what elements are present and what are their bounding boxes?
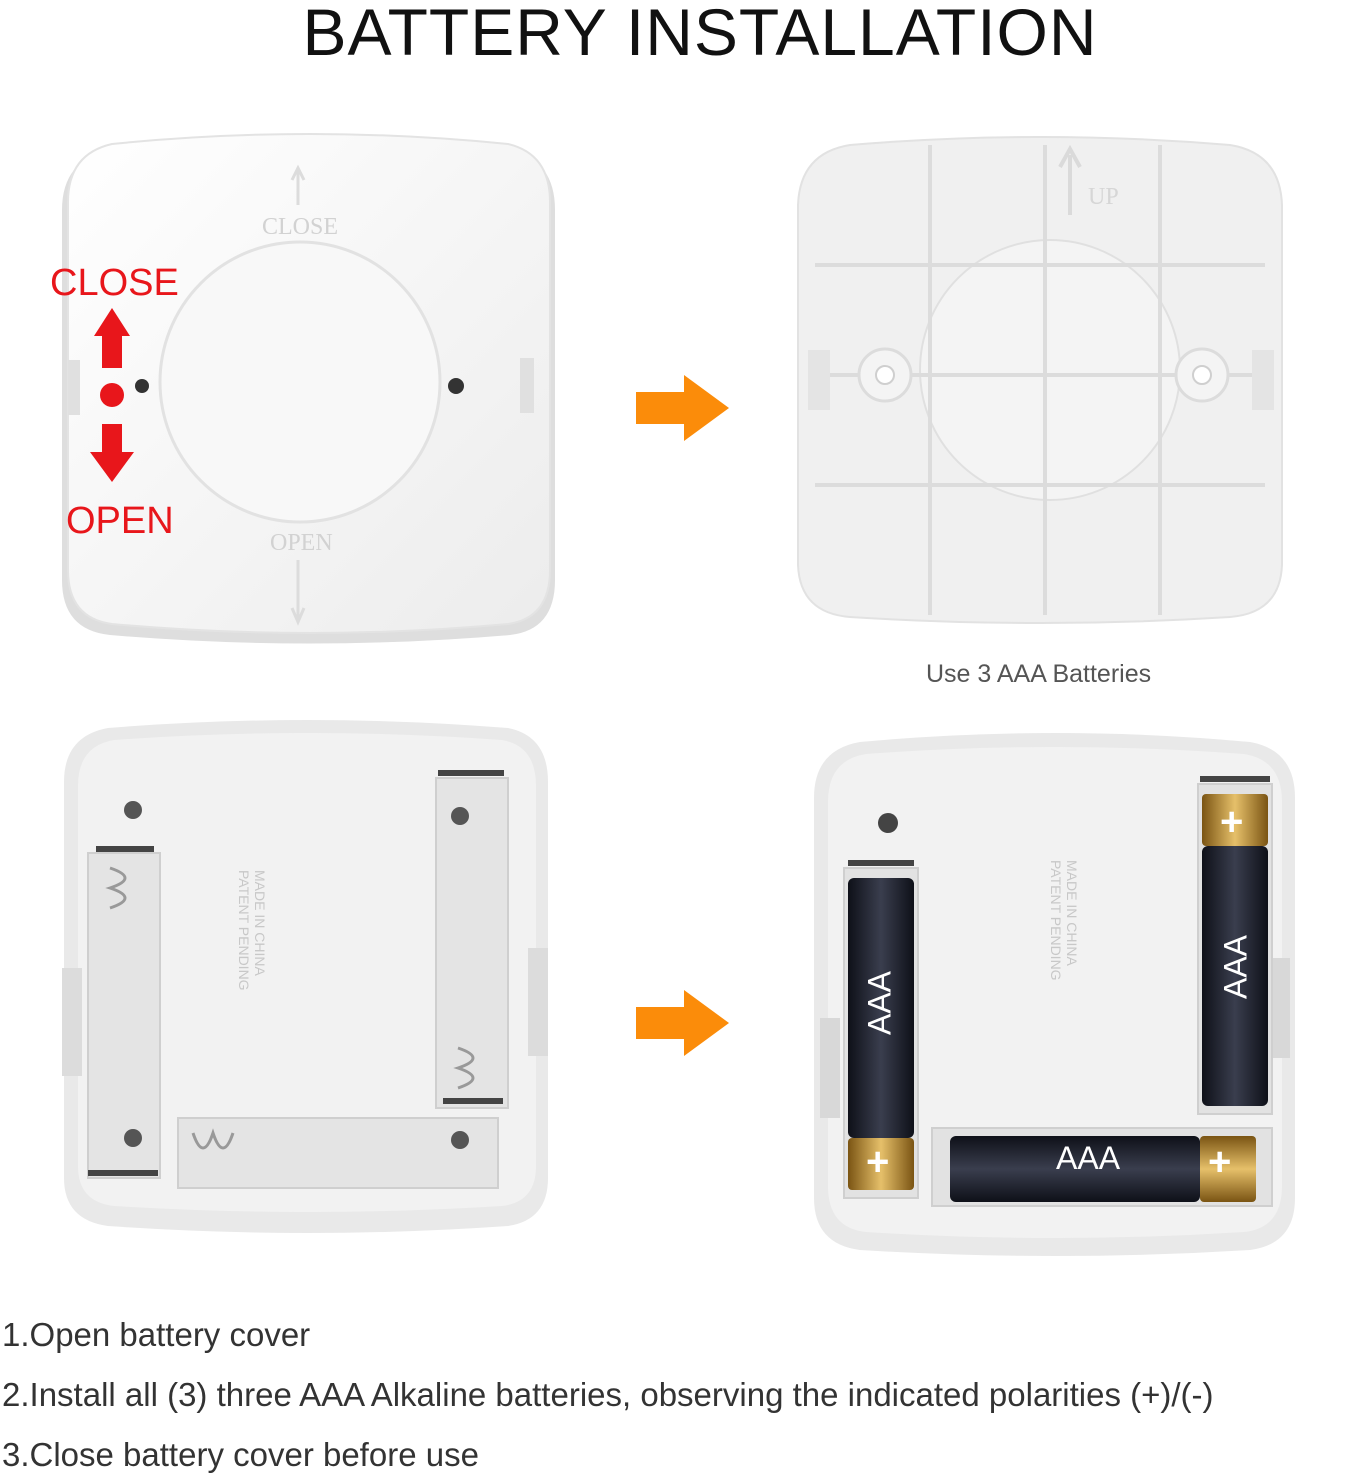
embossed-open-text: OPEN: [270, 530, 333, 556]
embossed-up-text: UP: [1088, 184, 1119, 210]
orange-arrow-icon: [636, 375, 729, 441]
embossed-made-in-text: MADE IN CHINA PATENT PENDING: [1048, 860, 1080, 981]
step-3: 3.Close battery cover before use: [2, 1436, 479, 1473]
battery-bottom-plus: +: [1208, 1140, 1232, 1184]
orange-arrow-icon: [636, 990, 729, 1056]
battery-left-label: AAA: [861, 970, 898, 1036]
step-1: 1.Open battery cover: [2, 1316, 311, 1353]
open-label: OPEN: [66, 500, 174, 542]
embossed-close-text: CLOSE: [262, 214, 339, 240]
cover-back-image: [797, 136, 1283, 624]
step-2: 2.Install all (3) three AAA Alkaline bat…: [2, 1376, 1214, 1413]
battery-left-plus: +: [866, 1140, 890, 1184]
battery-cover-image: [62, 133, 555, 644]
battery-right-plus: +: [1220, 800, 1244, 844]
installed-batteries-image: [814, 733, 1295, 1256]
close-label: CLOSE: [50, 262, 179, 304]
page-title: BATTERY INSTALLATION: [302, 0, 1098, 69]
embossed-made-in-line: MADE IN CHINA: [252, 870, 268, 976]
empty-compartment-image: [62, 720, 548, 1233]
battery-right-label: AAA: [1217, 934, 1254, 1000]
embossed-made-in-text: MADE IN CHINA PATENT PENDING: [236, 870, 268, 991]
embossed-made-in-line: MADE IN CHINA: [1064, 860, 1080, 966]
embossed-patent-line: PATENT PENDING: [1048, 860, 1064, 981]
battery-bottom-label: AAA: [1056, 1140, 1121, 1176]
battery-caption: Use 3 AAA Batteries: [926, 660, 1152, 688]
embossed-patent-line: PATENT PENDING: [236, 870, 252, 991]
